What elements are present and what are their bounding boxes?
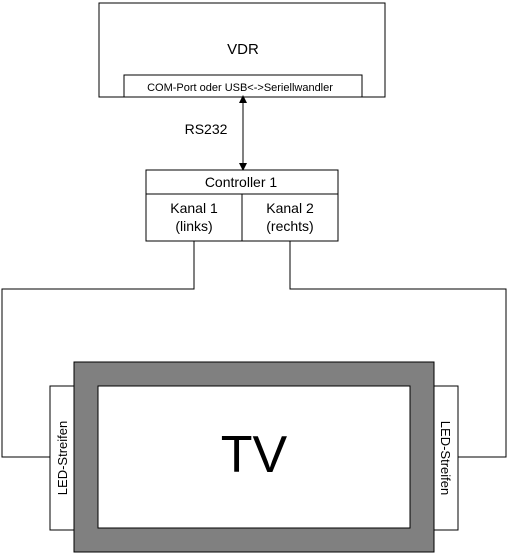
com-port-label: COM-Port oder USB<->Seriellwandler [147, 82, 333, 94]
wire-right [289, 241, 507, 458]
led-strip-left: LED-Streifen [49, 385, 75, 531]
vdr-title: VDR [227, 41, 259, 58]
led-strip-right: LED-Streifen [433, 385, 459, 531]
channel2-line2: (rechts) [266, 218, 313, 234]
rs232-label: RS232 [185, 121, 228, 137]
controller-box: Controller 1 Kanal 1 (links) Kanal 2 (re… [145, 169, 339, 242]
wire-left [1, 241, 195, 458]
tv-label: TV [221, 426, 288, 484]
channel1-line2: (links) [175, 218, 212, 234]
led-strip-right-label: LED-Streifen [438, 421, 453, 495]
led-strip-left-label: LED-Streifen [55, 421, 70, 495]
tv-screen [97, 385, 411, 529]
channel2-line1: Kanal 2 [266, 200, 314, 216]
com-port-box: COM-Port oder USB<->Seriellwandler [123, 74, 363, 98]
vdr-box: VDR COM-Port oder USB<->Seriellwandler [98, 2, 386, 98]
channel1-line1: Kanal 1 [170, 200, 218, 216]
controller-title: Controller 1 [205, 174, 278, 190]
rs232-link: RS232 [185, 95, 247, 171]
tv: TV [73, 361, 435, 553]
